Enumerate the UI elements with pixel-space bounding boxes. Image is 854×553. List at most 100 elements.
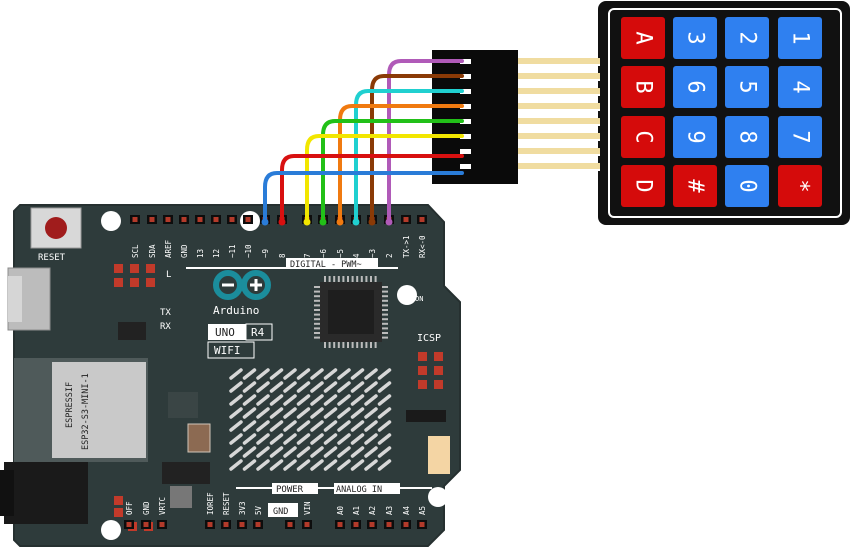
header-pin-contact bbox=[239, 522, 245, 527]
power-pin-label: VRTC bbox=[158, 497, 167, 515]
model-r4-label: R4 bbox=[251, 326, 265, 339]
analog-pin-label: A5 bbox=[418, 506, 427, 515]
keypad-key[interactable] bbox=[673, 116, 717, 158]
pad bbox=[114, 508, 123, 517]
ribbon-strand bbox=[518, 103, 600, 109]
keypad-key-label: A bbox=[631, 31, 656, 44]
keypad-key[interactable] bbox=[621, 116, 665, 158]
connector-pin bbox=[460, 104, 471, 109]
ribbon-gap bbox=[518, 154, 600, 156]
header-pin-contact bbox=[197, 217, 203, 222]
keypad-key[interactable] bbox=[673, 66, 717, 108]
keypad-key[interactable] bbox=[621, 165, 665, 207]
regulator-tab bbox=[170, 486, 192, 508]
ribbon-strand bbox=[518, 88, 600, 94]
icsp-label: ICSP bbox=[417, 333, 441, 344]
wire-end bbox=[336, 218, 344, 226]
keypad-key-label: 2 bbox=[735, 31, 760, 44]
power-header-box bbox=[272, 483, 318, 494]
keypad-key-label: 0 bbox=[735, 179, 760, 192]
pad bbox=[146, 278, 155, 287]
ribbon-gap bbox=[518, 124, 600, 126]
top-pin-label: TX->1 bbox=[402, 235, 411, 258]
digital-header-box bbox=[286, 258, 378, 269]
esp-module-line2: ESP32-S3-MINI-1 bbox=[81, 373, 91, 450]
ribbon-gap bbox=[518, 109, 600, 111]
keypad-key-label: 4 bbox=[788, 80, 813, 93]
reset-button-cap bbox=[45, 217, 67, 239]
small-ic bbox=[118, 322, 146, 340]
header-pin-contact bbox=[126, 522, 132, 527]
keypad-key-label: C bbox=[631, 130, 656, 143]
keypad-key[interactable] bbox=[778, 116, 822, 158]
regulator bbox=[162, 462, 210, 484]
keypad-key[interactable] bbox=[778, 165, 822, 207]
header-pin-contact bbox=[287, 522, 293, 527]
esp-module-shield bbox=[52, 362, 146, 458]
model-uno-box bbox=[208, 324, 246, 340]
power-pin-label: OFF bbox=[125, 501, 134, 515]
keypad-key-label: * bbox=[788, 179, 813, 192]
top-pin-label: 4 bbox=[352, 253, 361, 258]
rx-led-label: RX bbox=[160, 322, 171, 332]
keypad-key[interactable] bbox=[725, 116, 769, 158]
keypad-key-label: D bbox=[631, 179, 656, 192]
pad bbox=[434, 380, 443, 389]
keypad-key[interactable] bbox=[621, 66, 665, 108]
keypad-key[interactable] bbox=[621, 17, 665, 59]
header-pin-contact bbox=[403, 522, 409, 527]
header-pin-contact bbox=[132, 217, 138, 222]
pad bbox=[130, 278, 139, 287]
header-pin-contact bbox=[419, 522, 425, 527]
top-pin-label: ~11 bbox=[228, 244, 237, 258]
keypad-key[interactable] bbox=[673, 17, 717, 59]
keypad-key-label: 9 bbox=[683, 130, 708, 143]
pad bbox=[418, 366, 427, 375]
analog-header-label: ANALOG IN bbox=[336, 485, 382, 495]
keypad-key[interactable] bbox=[725, 165, 769, 207]
header-pin-contact bbox=[229, 217, 235, 222]
ribbon-strand bbox=[518, 163, 600, 169]
top-pin-label: ~5 bbox=[336, 249, 345, 258]
mounting-hole bbox=[428, 487, 448, 507]
top-pin-label: SCL bbox=[131, 244, 140, 258]
digital-header-label: DIGITAL - PWM~ bbox=[290, 260, 362, 270]
top-pin-label: ~10 bbox=[244, 244, 253, 258]
small-ic bbox=[168, 392, 198, 418]
power-pin-label: RESET bbox=[222, 492, 231, 515]
analog-pin-label: A0 bbox=[336, 505, 345, 515]
power-jack-opening bbox=[0, 470, 14, 516]
keypad-key[interactable] bbox=[673, 165, 717, 207]
wire-harness bbox=[261, 59, 464, 226]
on-led-label: ON bbox=[415, 295, 423, 303]
connector-pin bbox=[460, 149, 471, 154]
top-pin-label: RX<-0 bbox=[418, 235, 427, 258]
keypad-key[interactable] bbox=[778, 17, 822, 59]
header-pin-contact bbox=[213, 217, 219, 222]
header-pin-contact bbox=[369, 522, 375, 527]
header-pin-contact bbox=[245, 217, 251, 222]
header-pin-contact bbox=[386, 522, 392, 527]
header-pin-contact bbox=[255, 522, 261, 527]
analog-pin-label: A3 bbox=[385, 506, 394, 515]
pad bbox=[114, 496, 123, 505]
header-pin-contact bbox=[337, 522, 343, 527]
jumper-wire bbox=[280, 154, 464, 224]
power-gnd-label: GND bbox=[273, 507, 288, 517]
ribbon-strand bbox=[518, 58, 600, 64]
reset-label: RESET bbox=[38, 253, 66, 263]
power-header-label: POWER bbox=[276, 485, 304, 495]
keypad-key[interactable] bbox=[778, 66, 822, 108]
keypad-key[interactable] bbox=[725, 17, 769, 59]
top-pin-label: SDA bbox=[148, 244, 157, 258]
arduino-board: RESET ESPRESSIF ESP32-S3-MINI-1 Arduino … bbox=[0, 204, 461, 547]
arduino-logo bbox=[213, 270, 271, 300]
wire-end bbox=[278, 218, 286, 226]
top-pin-label: 8 bbox=[278, 253, 287, 258]
tx-led-label: TX bbox=[160, 308, 171, 318]
mcu-pins bbox=[314, 276, 388, 348]
header-pin-contact bbox=[419, 217, 425, 222]
keypad-key[interactable] bbox=[725, 66, 769, 108]
